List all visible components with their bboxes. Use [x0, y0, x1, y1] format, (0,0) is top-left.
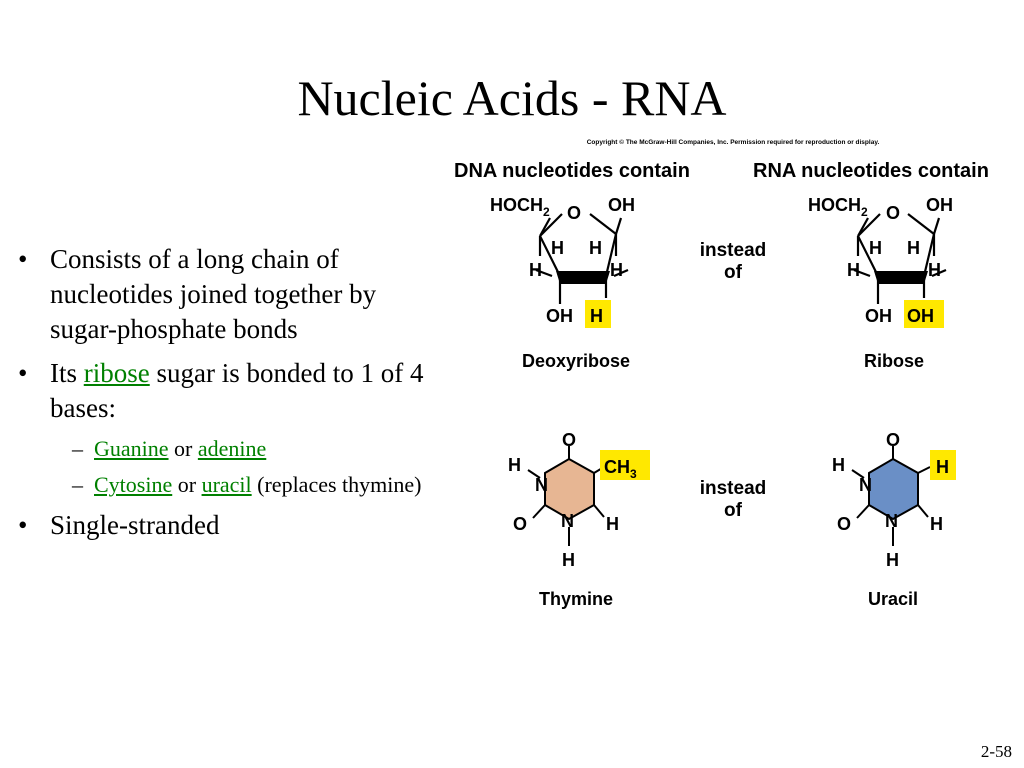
- atom-label: H: [610, 260, 623, 280]
- highlight-h: [930, 450, 956, 480]
- atom-label: H: [529, 260, 542, 280]
- thymine-label: Thymine: [539, 589, 613, 609]
- atom-label: O: [562, 430, 576, 450]
- atom-label: H: [590, 306, 603, 326]
- atom-label: O: [567, 203, 581, 223]
- highlight-ch3: [600, 450, 650, 480]
- dash-marker: –: [72, 472, 83, 497]
- slide-title: Nucleic Acids - RNA: [297, 70, 727, 126]
- uracil-ring: [868, 457, 919, 521]
- link-uracil[interactable]: uracil: [201, 472, 252, 497]
- bullet-text: Consists of a long chain of nucleotides …: [50, 244, 377, 344]
- of-text-bottom: of: [724, 500, 743, 521]
- atom-label: H: [869, 238, 882, 258]
- instead-text-top: instead: [700, 240, 767, 261]
- bullet-marker: •: [18, 358, 28, 388]
- atom-label: HOCH2: [490, 195, 550, 219]
- atom-label: H: [562, 550, 575, 570]
- sub-text-or: or: [172, 472, 202, 497]
- link-adenine[interactable]: adenine: [197, 436, 267, 461]
- copyright-notice: Copyright © The McGraw-Hill Companies, I…: [587, 138, 880, 146]
- atom-label: OH: [926, 195, 953, 215]
- atom-label: N: [885, 511, 898, 531]
- figure-svg: Copyright © The McGraw-Hill Companies, I…: [454, 138, 989, 609]
- atom-label: N: [859, 475, 872, 495]
- highlight-h: [585, 300, 611, 328]
- link-guanine[interactable]: Guanine: [94, 436, 169, 461]
- ribose-structure: HOCH2 O OH H H H H OH OH: [808, 195, 953, 328]
- atom-label: N: [535, 475, 548, 495]
- thymine-ring: [544, 457, 595, 521]
- bullet-text: Single-stranded: [50, 510, 220, 540]
- sugar-ring-bonds: [853, 213, 947, 304]
- deoxyribose-structure: HOCH2 O OH H H H H OH H: [490, 195, 635, 328]
- atom-label: H: [832, 455, 845, 475]
- sugar-ring-front-bond: [874, 271, 928, 284]
- thymine-structure: O CH3 H N O N H H: [508, 430, 650, 570]
- atom-label: H: [606, 514, 619, 534]
- atom-label: H: [907, 238, 920, 258]
- atom-label: OH: [865, 306, 892, 326]
- uracil-label: Uracil: [868, 589, 918, 609]
- page-number: 2-58: [980, 742, 1012, 761]
- atom-label: O: [513, 514, 527, 534]
- uracil-structure: O H H N O N H H: [832, 430, 956, 570]
- bullet-list: • Consists of a long chain of nucleotides…: [18, 242, 448, 543]
- atom-label: O: [837, 514, 851, 534]
- instead-text-bottom: instead: [700, 478, 767, 499]
- atom-label: H: [936, 457, 949, 477]
- bullet-marker: •: [18, 244, 28, 274]
- ribose-label: Ribose: [864, 351, 924, 371]
- bullet-list-area: • Consists of a long chain of nucleotides…: [18, 242, 448, 552]
- sugar-ring-front-bond: [556, 271, 610, 284]
- highlight-oh: [904, 300, 944, 328]
- atom-label: H: [551, 238, 564, 258]
- atom-label: H: [589, 238, 602, 258]
- sub-item-guanine-adenine: –Guanine or adenine: [50, 434, 448, 463]
- atom-label: OH: [546, 306, 573, 326]
- bullet-item-chain: • Consists of a long chain of nucleotides…: [18, 242, 448, 347]
- atom-label: H: [930, 514, 943, 534]
- sub-item-cytosine-uracil: –Cytosine or uracil (replaces thymine): [50, 470, 448, 499]
- link-ribose[interactable]: ribose: [83, 358, 150, 388]
- nucleotide-comparison-figure: Copyright © The McGraw-Hill Companies, I…: [452, 134, 1018, 614]
- sub-text-post: (replaces thymine): [251, 472, 422, 497]
- atom-label: H: [928, 260, 941, 280]
- atom-label: N: [561, 511, 574, 531]
- sugar-ring-bonds: [535, 213, 629, 304]
- atom-label: OH: [608, 195, 635, 215]
- atom-label: OH: [907, 306, 934, 326]
- atom-label: O: [886, 203, 900, 223]
- bullet-marker: •: [18, 510, 28, 540]
- bullet-text-post: sugar is bonded to 1 of 4 bases:: [50, 358, 424, 423]
- atom-label: HOCH2: [808, 195, 868, 219]
- atom-label: H: [508, 455, 521, 475]
- atom-label: H: [886, 550, 899, 570]
- link-cytosine[interactable]: Cytosine: [94, 472, 173, 497]
- dna-heading: DNA nucleotides contain: [454, 160, 690, 182]
- sub-bullet-list: –Guanine or adenine –Cytosine or uracil …: [50, 434, 448, 499]
- atom-label: H: [847, 260, 860, 280]
- dash-marker: –: [72, 436, 83, 461]
- atom-label: O: [886, 430, 900, 450]
- bullet-item-ribose: • Its ribose sugar is bonded to 1 of 4 ba…: [18, 356, 448, 499]
- bullet-item-single-stranded: • Single-stranded: [18, 508, 448, 543]
- deoxyribose-label: Deoxyribose: [522, 351, 630, 371]
- bullet-text-pre: Its: [50, 358, 84, 388]
- of-text-top: of: [724, 262, 743, 283]
- sub-text-or: or: [168, 436, 198, 461]
- rna-heading: RNA nucleotides contain: [753, 160, 989, 182]
- atom-label: CH3: [604, 457, 637, 481]
